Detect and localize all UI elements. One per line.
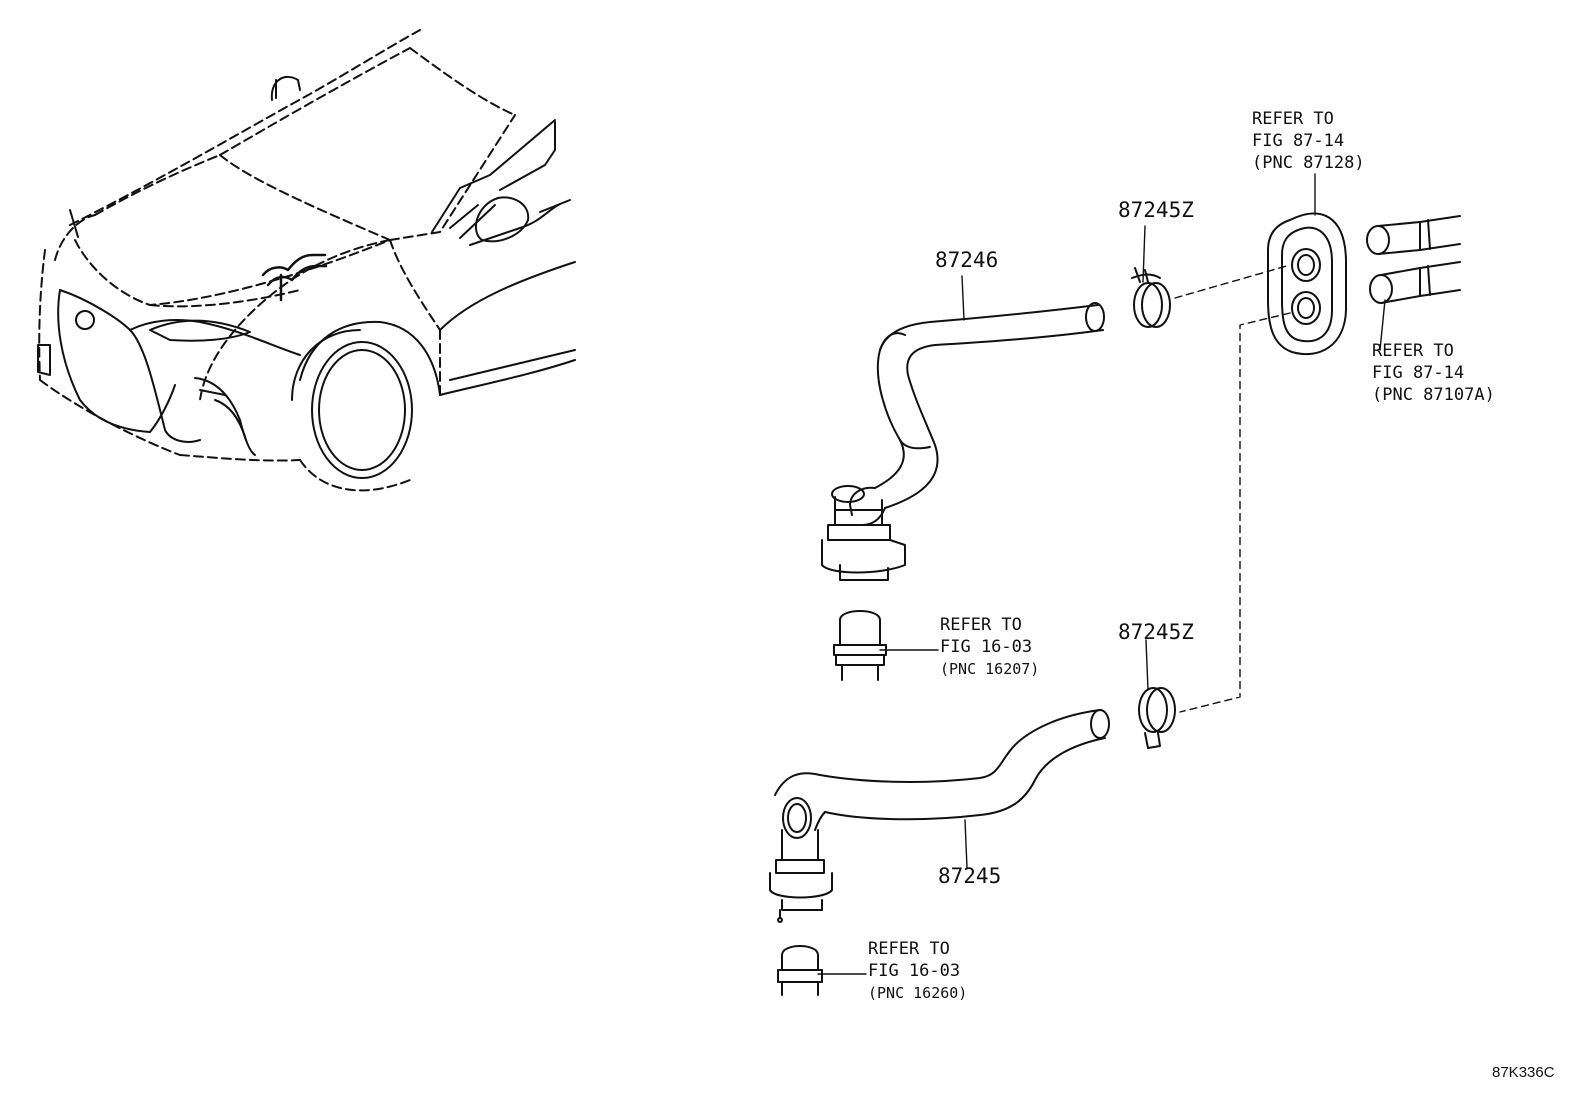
clamp-upper [1131, 267, 1171, 328]
reference-pipes[interactable]: REFER TO FIG 87-14 (PNC 87107A) [1372, 340, 1495, 406]
reference-line: (PNC 16260) [868, 984, 968, 1002]
hose-87246 [821, 302, 1105, 581]
reference-line: FIG 87-14 [1252, 131, 1345, 151]
fitting-16260 [777, 945, 823, 996]
leader-lines [817, 173, 1386, 975]
reference-line: REFER TO [940, 615, 1022, 635]
part-number-87245z-upper[interactable]: 87245Z [1118, 198, 1194, 222]
reference-line: (PNC 87128) [1252, 153, 1365, 173]
reference-line: FIG 16-03 [940, 637, 1033, 657]
part-number-87245[interactable]: 87245 [938, 864, 1002, 888]
figure-code: 87K336C [1492, 1064, 1555, 1081]
fitting-16207 [833, 610, 887, 681]
pipes [1366, 215, 1461, 304]
vehicle-illustration [37, 29, 576, 492]
reference-fitting-16207[interactable]: REFER TO FIG 16-03 (PNC 16207) [940, 614, 1039, 680]
part-number-87245z-lower[interactable]: 87245Z [1118, 620, 1194, 644]
grommet [1267, 212, 1347, 356]
reference-fitting-16260[interactable]: REFER TO FIG 16-03 (PNC 16260) [868, 938, 967, 1004]
reference-line: REFER TO [868, 939, 950, 959]
reference-line: FIG 87-14 [1372, 363, 1465, 383]
reference-line: REFER TO [1372, 341, 1454, 361]
part-number-87246[interactable]: 87246 [935, 248, 999, 272]
reference-grommet[interactable]: REFER TO FIG 87-14 (PNC 87128) [1252, 108, 1365, 174]
reference-line: (PNC 87107A) [1372, 385, 1495, 405]
reference-line: FIG 16-03 [868, 961, 961, 981]
connector-lines [1174, 264, 1291, 713]
clamp-lower [1138, 687, 1176, 749]
hose-87245 [769, 709, 1110, 923]
reference-line: (PNC 16207) [940, 660, 1040, 678]
reference-line: REFER TO [1252, 109, 1334, 129]
